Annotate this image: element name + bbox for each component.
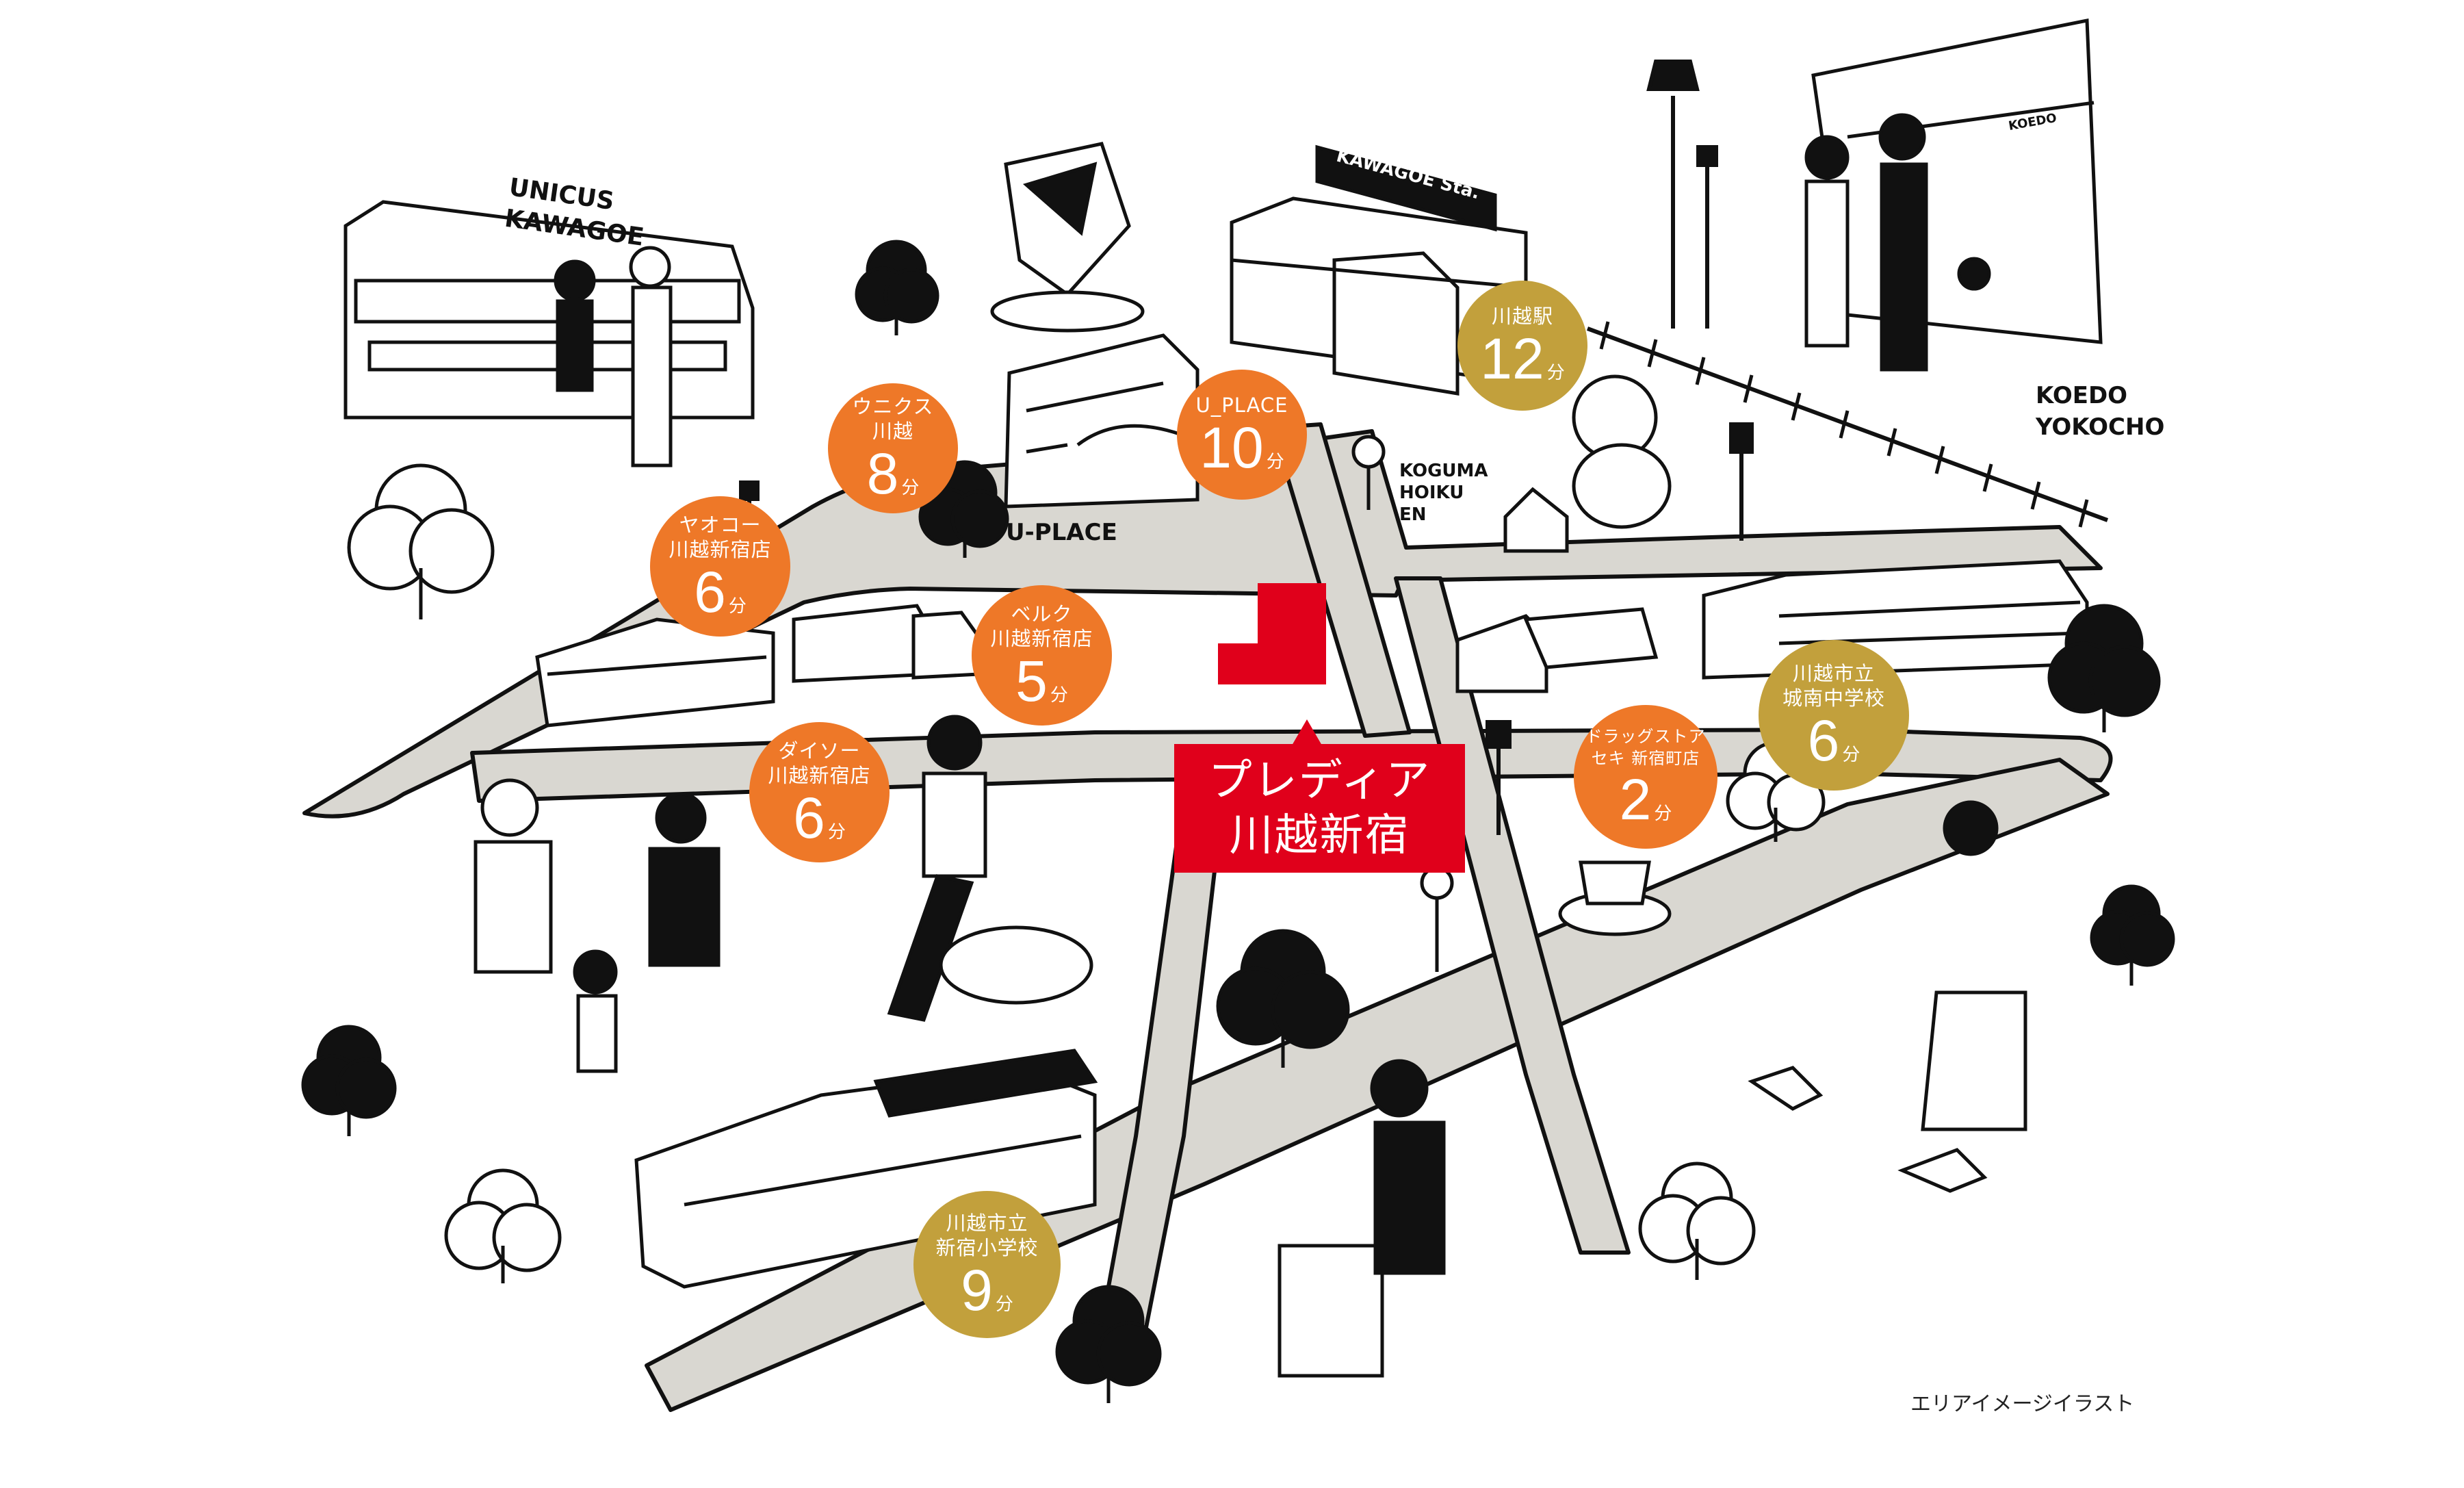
stroller-parent xyxy=(1278,1059,1446,1378)
badge-daiso-unit: 分 xyxy=(827,821,846,843)
dog-walker xyxy=(887,715,1093,1022)
badge-daiso-minutes: 6 xyxy=(793,785,825,850)
street-lamp-icon xyxy=(1646,60,1700,329)
badge-belc-name: ベルク 川越新宿店 xyxy=(990,602,1093,650)
monument xyxy=(990,142,1145,333)
street-lamp-icon xyxy=(1696,145,1718,329)
area-image-caption: エリアイメージイラスト xyxy=(1910,1392,2135,1416)
couple-at-unicus xyxy=(554,246,673,467)
street-lamp-icon xyxy=(1729,422,1754,541)
badge-shinjuku-elementary-unit: 分 xyxy=(995,1294,1013,1315)
badge-shinjuku-elementary-name: 川越市立 新宿小学校 xyxy=(935,1211,1039,1259)
trees xyxy=(301,240,2175,1403)
bus-stop-icon xyxy=(1351,435,1386,510)
tree-icon xyxy=(1055,1285,1162,1403)
label-koguma-hoiku-en: KOGUMA HOIKU EN xyxy=(1399,461,1488,525)
badge-belc-unit: 分 xyxy=(1050,684,1068,706)
badge-drugstore-seki-unit: 分 xyxy=(1654,804,1672,824)
badge-belc-minutes: 5 xyxy=(1015,648,1048,713)
bird-icon xyxy=(1897,1148,1988,1193)
tree-icon xyxy=(2047,604,2161,732)
badge-kawagoe-station-unit: 分 xyxy=(1546,363,1565,383)
family-left xyxy=(474,778,721,1073)
tree-icon xyxy=(855,240,939,335)
badge-u-place-minutes: 10 xyxy=(1199,415,1264,480)
bus-stop-icon xyxy=(1420,866,1454,972)
belc-store xyxy=(792,604,933,683)
badge-kawagoe-station-name: 川越駅 xyxy=(1491,305,1553,328)
badge-unicus-unit: 分 xyxy=(901,478,920,498)
coffee-cup-icon xyxy=(1558,860,1672,936)
tree-icon xyxy=(444,1168,562,1283)
elementary-school xyxy=(634,1049,1098,1289)
badge-kawagoe-station-minutes: 12 xyxy=(1480,326,1544,391)
property-building xyxy=(1218,583,1326,684)
badge-jonan-junior-high-name: 川越市立 城南中学校 xyxy=(1782,662,1885,710)
tree-icon xyxy=(347,463,495,619)
buildings xyxy=(343,18,2103,1289)
signposts xyxy=(1351,435,1454,972)
badge-u-place-unit: 分 xyxy=(1266,452,1284,472)
station-building xyxy=(1230,196,1528,396)
tree-icon xyxy=(1216,929,1350,1068)
tree-icon xyxy=(301,1025,397,1136)
label-koedo-yokocho: KOEDO YOKOCHO xyxy=(2036,382,2165,441)
railway xyxy=(1586,321,2109,528)
u-place-building xyxy=(1004,333,1199,509)
badge-jonan-junior-high-unit: 分 xyxy=(1842,745,1860,765)
bear-statue xyxy=(1572,374,1672,529)
family-koedo xyxy=(1804,113,1991,372)
badge-drugstore-seki-minutes: 2 xyxy=(1619,767,1652,832)
street-lamps xyxy=(739,60,1754,835)
drugstore-building xyxy=(1455,607,1659,693)
badge-unicus-minutes: 8 xyxy=(866,441,899,506)
label-u-place: U-PLACE xyxy=(1006,519,1117,546)
badge-unicus-name: ウニクス 川越 xyxy=(852,395,934,443)
photographer xyxy=(1921,800,2027,1131)
tree-icon xyxy=(1638,1162,1756,1280)
people xyxy=(474,113,2027,1378)
junior-high-school xyxy=(1702,559,2089,680)
koedo-street xyxy=(1811,18,2103,344)
property-callout[interactable]: プレディア 川越新宿 xyxy=(1174,719,1465,873)
badge-u-place-name: U_PLACE xyxy=(1195,394,1288,417)
badge-shinjuku-elementary-minutes: 9 xyxy=(961,1257,993,1322)
koguma-hoikuen xyxy=(1503,487,1569,553)
tree-icon xyxy=(2090,884,2175,986)
badge-jonan-junior-high-minutes: 6 xyxy=(1807,708,1840,773)
badge-yaoko-minutes: 6 xyxy=(694,559,726,624)
badge-daiso-name: ダイソー 川越新宿店 xyxy=(768,739,871,787)
daiso-store xyxy=(911,611,981,680)
badge-drugstore-seki-name: ドラッグストア セキ 新宿町店 xyxy=(1585,727,1706,768)
badge-yaoko-unit: 分 xyxy=(728,595,747,617)
yaoko-store xyxy=(535,617,775,728)
station-sign xyxy=(1315,144,1497,232)
street-lamp-icon xyxy=(1486,720,1512,835)
badge-yaoko-name: ヤオコー 川越新宿店 xyxy=(669,513,772,561)
bird-icon xyxy=(1748,1066,1824,1111)
